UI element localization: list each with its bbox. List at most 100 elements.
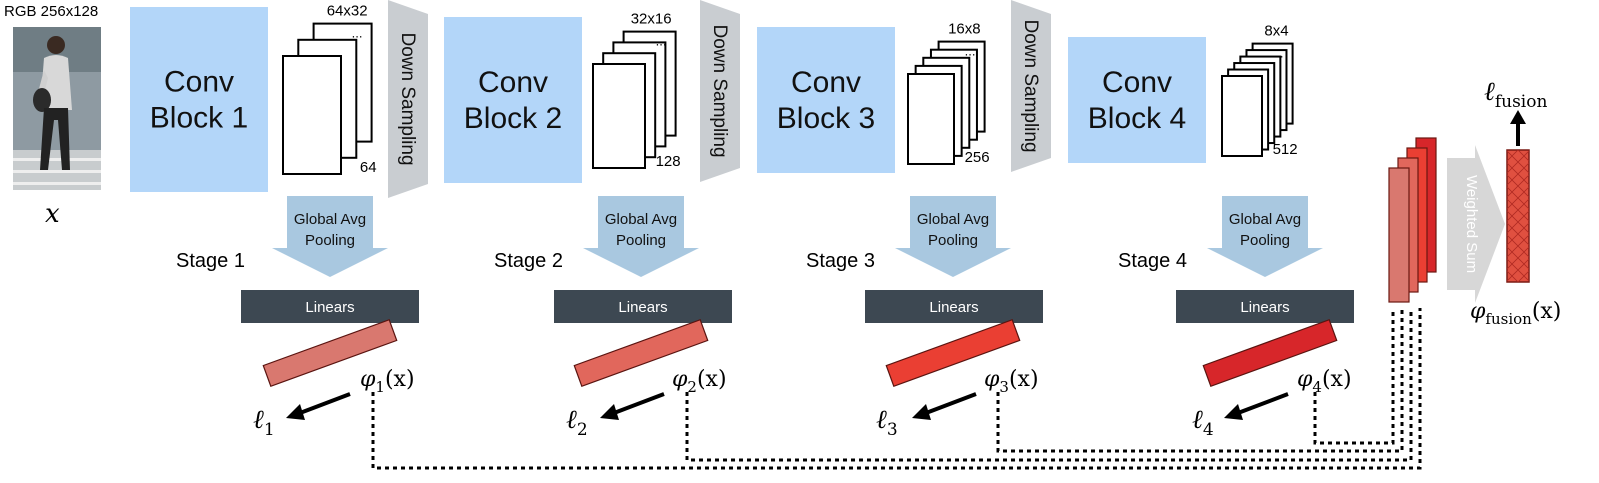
- weighted-sum-arrow: Weighted Sum: [1447, 145, 1505, 303]
- down-sampling-label: Down Sampling: [1020, 19, 1041, 152]
- pooling-label-line1: Global Avg: [294, 211, 366, 228]
- channel-count-label: 128: [656, 153, 681, 170]
- linears-box: [554, 290, 732, 323]
- conv-block-1: [130, 7, 268, 192]
- channel-count-label: 64: [360, 159, 377, 176]
- fusion-loss-arrow: [1510, 110, 1526, 146]
- feature-map-card: [1221, 75, 1263, 157]
- fusion-input-feature: [1388, 167, 1410, 303]
- stage-feature-label: φ2(x): [672, 367, 727, 396]
- down-sampling-label: Down Sampling: [397, 32, 418, 165]
- feature-map-stack: ...: [592, 30, 677, 169]
- linears-box: [241, 290, 419, 323]
- conv-block-number: Block 3: [777, 102, 875, 135]
- stage-feature-bar: [885, 318, 1021, 388]
- stage-feature-label: φ1(x): [360, 367, 415, 396]
- fusion-feature-stack: [1388, 137, 1437, 303]
- stage-loss-arrow: [1237, 392, 1289, 415]
- stage-feature-label: φ4(x): [1297, 367, 1352, 396]
- linears-label: Linears: [929, 299, 978, 316]
- weighted-sum-label: Weighted Sum: [1463, 175, 1480, 273]
- feature-map-stack: ...: [907, 40, 986, 165]
- stage-label: Stage 4: [1118, 250, 1187, 272]
- stage-loss-arrow: [925, 392, 977, 415]
- conv-block-title: Conv: [1102, 66, 1172, 99]
- fusion-feature-label: φfusion(x): [1470, 299, 1561, 328]
- linears-box: [1176, 290, 1354, 323]
- pooling-label-line2: Pooling: [616, 232, 666, 249]
- feature-map-card: [907, 73, 955, 165]
- ellipsis-mark: ...: [1273, 46, 1284, 61]
- resolution-label: 32x16: [631, 11, 672, 28]
- input-caption: RGB 256x128: [4, 3, 98, 20]
- feature-map-stack: ...: [1221, 42, 1294, 157]
- global-avg-pooling-arrow: [895, 196, 1011, 277]
- global-avg-pooling-arrow: [583, 196, 699, 277]
- pooling-label-line1: Global Avg: [605, 211, 677, 228]
- pooling-label-line2: Pooling: [305, 232, 355, 249]
- down-sampling-label: Down Sampling: [709, 24, 730, 157]
- feature-map-card: [592, 63, 646, 169]
- pooling-label-line2: Pooling: [1240, 232, 1290, 249]
- stage-loss-arrowhead: [1224, 404, 1243, 420]
- stage-loss-label: ℓ3: [876, 405, 898, 440]
- stage-loss-label: ℓ1: [253, 405, 275, 440]
- stage-loss-label: ℓ2: [566, 405, 588, 440]
- down-sampling-arrow: [388, 0, 428, 198]
- stage-feature-bar: [573, 318, 709, 388]
- conv-block-number: Block 1: [150, 102, 248, 135]
- stage-label: Stage 3: [806, 250, 875, 272]
- conv-block-number: Block 2: [464, 102, 562, 135]
- conv-block-title: Conv: [791, 66, 861, 99]
- feature-map-stack: ...: [282, 22, 373, 175]
- stage-loss-label: ℓ4: [1192, 405, 1214, 440]
- linears-label: Linears: [618, 299, 667, 316]
- stage-loss-arrowhead: [600, 404, 619, 420]
- stage-loss-arrow: [613, 392, 665, 415]
- global-avg-pooling-arrow: [272, 196, 388, 277]
- stage-feature-bar: [262, 318, 398, 388]
- stage-loss-arrow: [299, 392, 351, 415]
- conv-block-title: Conv: [478, 66, 548, 99]
- fused-feature-bar: [1506, 149, 1530, 283]
- pooling-label-line1: Global Avg: [917, 211, 989, 228]
- ellipsis-mark: ...: [656, 34, 667, 49]
- stage-loss-arrowhead: [912, 404, 931, 420]
- channel-count-label: 512: [1273, 141, 1298, 158]
- conv-block-number: Block 4: [1088, 102, 1186, 135]
- linears-label: Linears: [305, 299, 354, 316]
- input-person-image: [13, 27, 101, 190]
- conv-block-2: [444, 17, 582, 183]
- conv-block-title: Conv: [164, 66, 234, 99]
- stage-feature-bar: [1202, 318, 1338, 388]
- down-sampling-arrow: [700, 0, 740, 182]
- pooling-label-line2: Pooling: [928, 232, 978, 249]
- conv-block-4: [1068, 37, 1206, 163]
- conv-block-3: [757, 27, 895, 173]
- resolution-label: 64x32: [327, 3, 368, 20]
- ellipsis-mark: ...: [352, 26, 363, 41]
- linears-box: [865, 290, 1043, 323]
- stage-feature-label: φ3(x): [984, 367, 1039, 396]
- linears-label: Linears: [1240, 299, 1289, 316]
- resolution-label: 8x4: [1264, 23, 1288, 40]
- feature-collection-lines: [371, 308, 1422, 470]
- input-symbol: x: [45, 199, 60, 229]
- global-avg-pooling-arrow: [1207, 196, 1323, 277]
- channel-count-label: 256: [965, 149, 990, 166]
- ellipsis-mark: ...: [965, 44, 976, 59]
- feature-map-card: [282, 55, 342, 175]
- down-sampling-arrow: [1011, 0, 1051, 172]
- stage-loss-arrowhead: [286, 404, 305, 420]
- stage-label: Stage 1: [176, 250, 245, 272]
- stage-label: Stage 2: [494, 250, 563, 272]
- fusion-loss-label: ℓfusion: [1484, 77, 1547, 112]
- pooling-label-line1: Global Avg: [1229, 211, 1301, 228]
- resolution-label: 16x8: [948, 21, 981, 38]
